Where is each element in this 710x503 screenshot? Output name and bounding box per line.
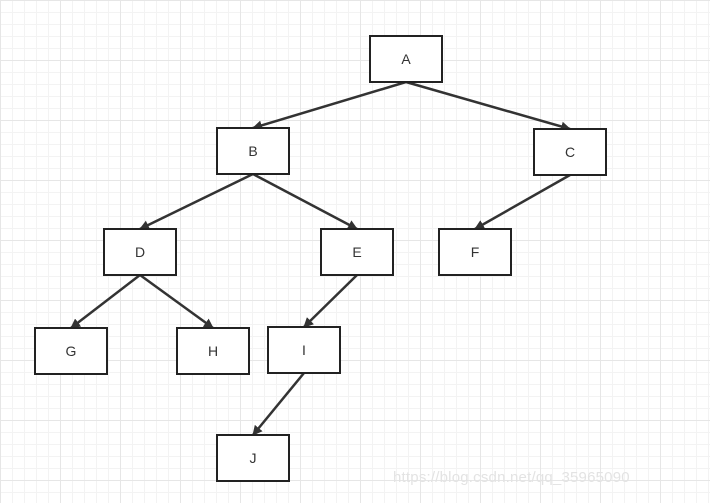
node-box-c [533,128,607,176]
node-f: F [438,228,512,276]
node-label-a: A [401,51,411,67]
node-label-g: G [66,343,77,359]
node-label-b: B [248,143,257,159]
node-box-d [103,228,177,276]
watermark-text: https://blog.csdn.net/qq_35965090 [393,469,630,486]
node-j: J [216,434,290,482]
node-box-a [369,35,443,83]
node-e: E [320,228,394,276]
node-box-g [34,327,108,375]
edge-a-b [252,80,407,131]
edge-e-i [303,274,358,328]
edge-d-g [70,274,141,329]
node-label-e: E [352,244,361,260]
node-label-j: J [250,450,257,466]
edge-b-d [139,172,254,231]
node-label-f: F [471,244,480,260]
node-label-h: H [208,343,218,359]
node-box-f [438,228,512,276]
node-h: H [176,327,250,375]
edge-a-c [405,80,571,132]
node-label-c: C [565,144,575,160]
node-box-b [216,127,290,175]
node-box-e [320,228,394,276]
edge-b-e [252,172,358,231]
node-b: B [216,127,290,175]
edge-i-j [252,372,305,436]
edge-c-f [474,173,571,231]
node-box-i [267,326,341,374]
node-d: D [103,228,177,276]
edge-d-h [139,273,214,330]
node-i: I [267,326,341,374]
node-c: C [533,128,607,176]
node-a: A [369,35,443,83]
node-g: G [34,327,108,375]
node-box-h [176,327,250,375]
node-box-j [216,434,290,482]
node-label-d: D [135,244,145,260]
node-label-i: I [302,342,306,358]
